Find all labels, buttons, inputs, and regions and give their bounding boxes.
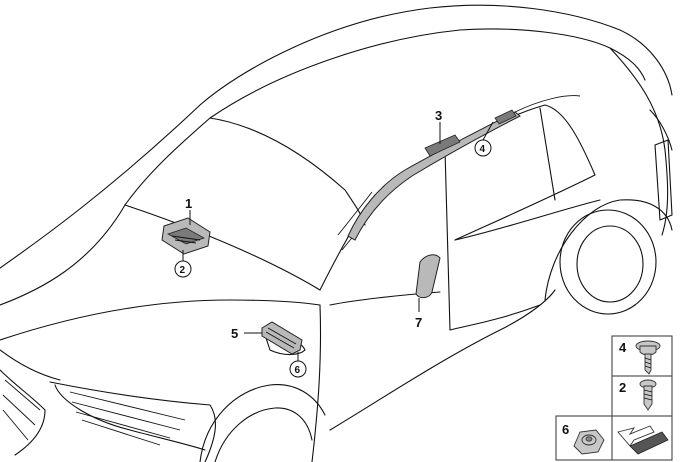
legend-label-6: 6: [562, 422, 569, 437]
callout-6: 6: [289, 360, 307, 378]
knee-airbag-module: [261, 321, 303, 355]
screw-icon: [639, 379, 657, 411]
callout-2-label: 2: [180, 265, 186, 276]
hardware-legend: 4 2 6: [555, 335, 673, 461]
legend-label-4: 4: [619, 340, 627, 355]
nut-icon: [573, 429, 605, 455]
callout-1: 1: [185, 196, 192, 211]
callout-7: 7: [415, 315, 422, 330]
side-airbag-module: [415, 254, 441, 299]
reference-arrow-icon: [617, 425, 669, 455]
callout-4-label: 4: [480, 144, 486, 155]
curtain-head-airbag: [347, 95, 581, 241]
callout-3: 3: [435, 108, 442, 123]
callout-4: 4: [474, 139, 492, 157]
car-outline: [0, 4, 673, 462]
callout-2: 2: [174, 260, 192, 278]
screw-washer-icon: [635, 340, 661, 375]
callout-leaders: [182, 121, 494, 361]
callout-6-label: 6: [295, 365, 301, 376]
callout-5: 5: [231, 326, 238, 341]
legend-label-2: 2: [619, 380, 626, 395]
passenger-airbag-module: [161, 217, 211, 255]
